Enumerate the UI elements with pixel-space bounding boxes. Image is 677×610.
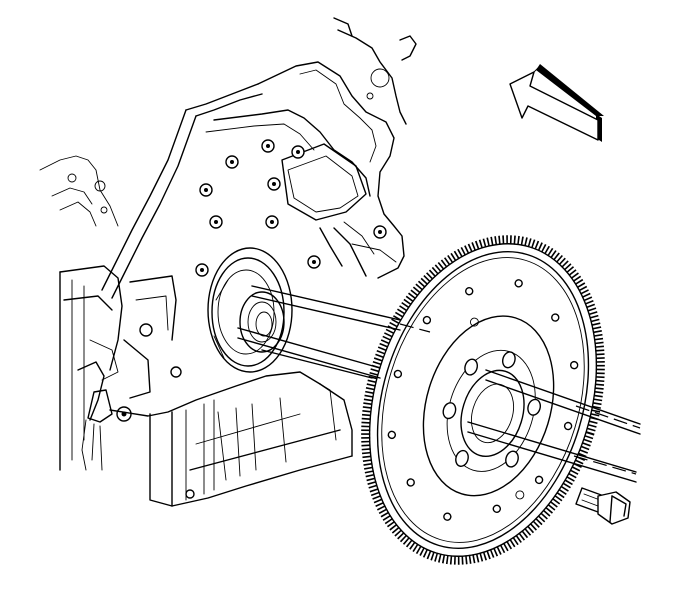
- crankshaft-rear-flange: [207, 247, 293, 373]
- engine-block-rear: [39, 17, 417, 507]
- flywheel-bolt: [575, 487, 631, 525]
- flywheel-ring-gear: [361, 235, 605, 565]
- alignment-guide-lines: [237, 285, 641, 483]
- engine-front-arrow: [509, 64, 604, 142]
